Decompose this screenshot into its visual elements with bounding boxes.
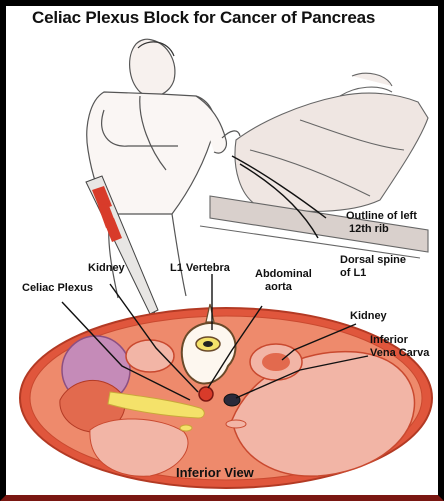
diagram-title: Celiac Plexus Block for Cancer of Pancre… bbox=[32, 8, 375, 28]
clinician-sketch bbox=[87, 39, 240, 298]
label-celiac-plexus: Celiac Plexus bbox=[22, 282, 93, 295]
label-l1-vertebra: L1 Vertebra bbox=[170, 262, 230, 275]
label-kidney-left: Kidney bbox=[88, 262, 125, 275]
label-abdominal-aorta: Abdominal aorta bbox=[255, 268, 312, 294]
label-kidney-right: Kidney bbox=[350, 310, 387, 323]
label-inferior-view: Inferior View bbox=[176, 466, 254, 479]
label-dorsal-spine: Dorsal spine of L1 bbox=[340, 254, 406, 280]
cross-section bbox=[20, 304, 432, 488]
label-outline-rib: Outline of left 12th rib bbox=[346, 210, 417, 236]
label-inferior-vena-cava: Inferior Vena Carva bbox=[370, 334, 429, 360]
